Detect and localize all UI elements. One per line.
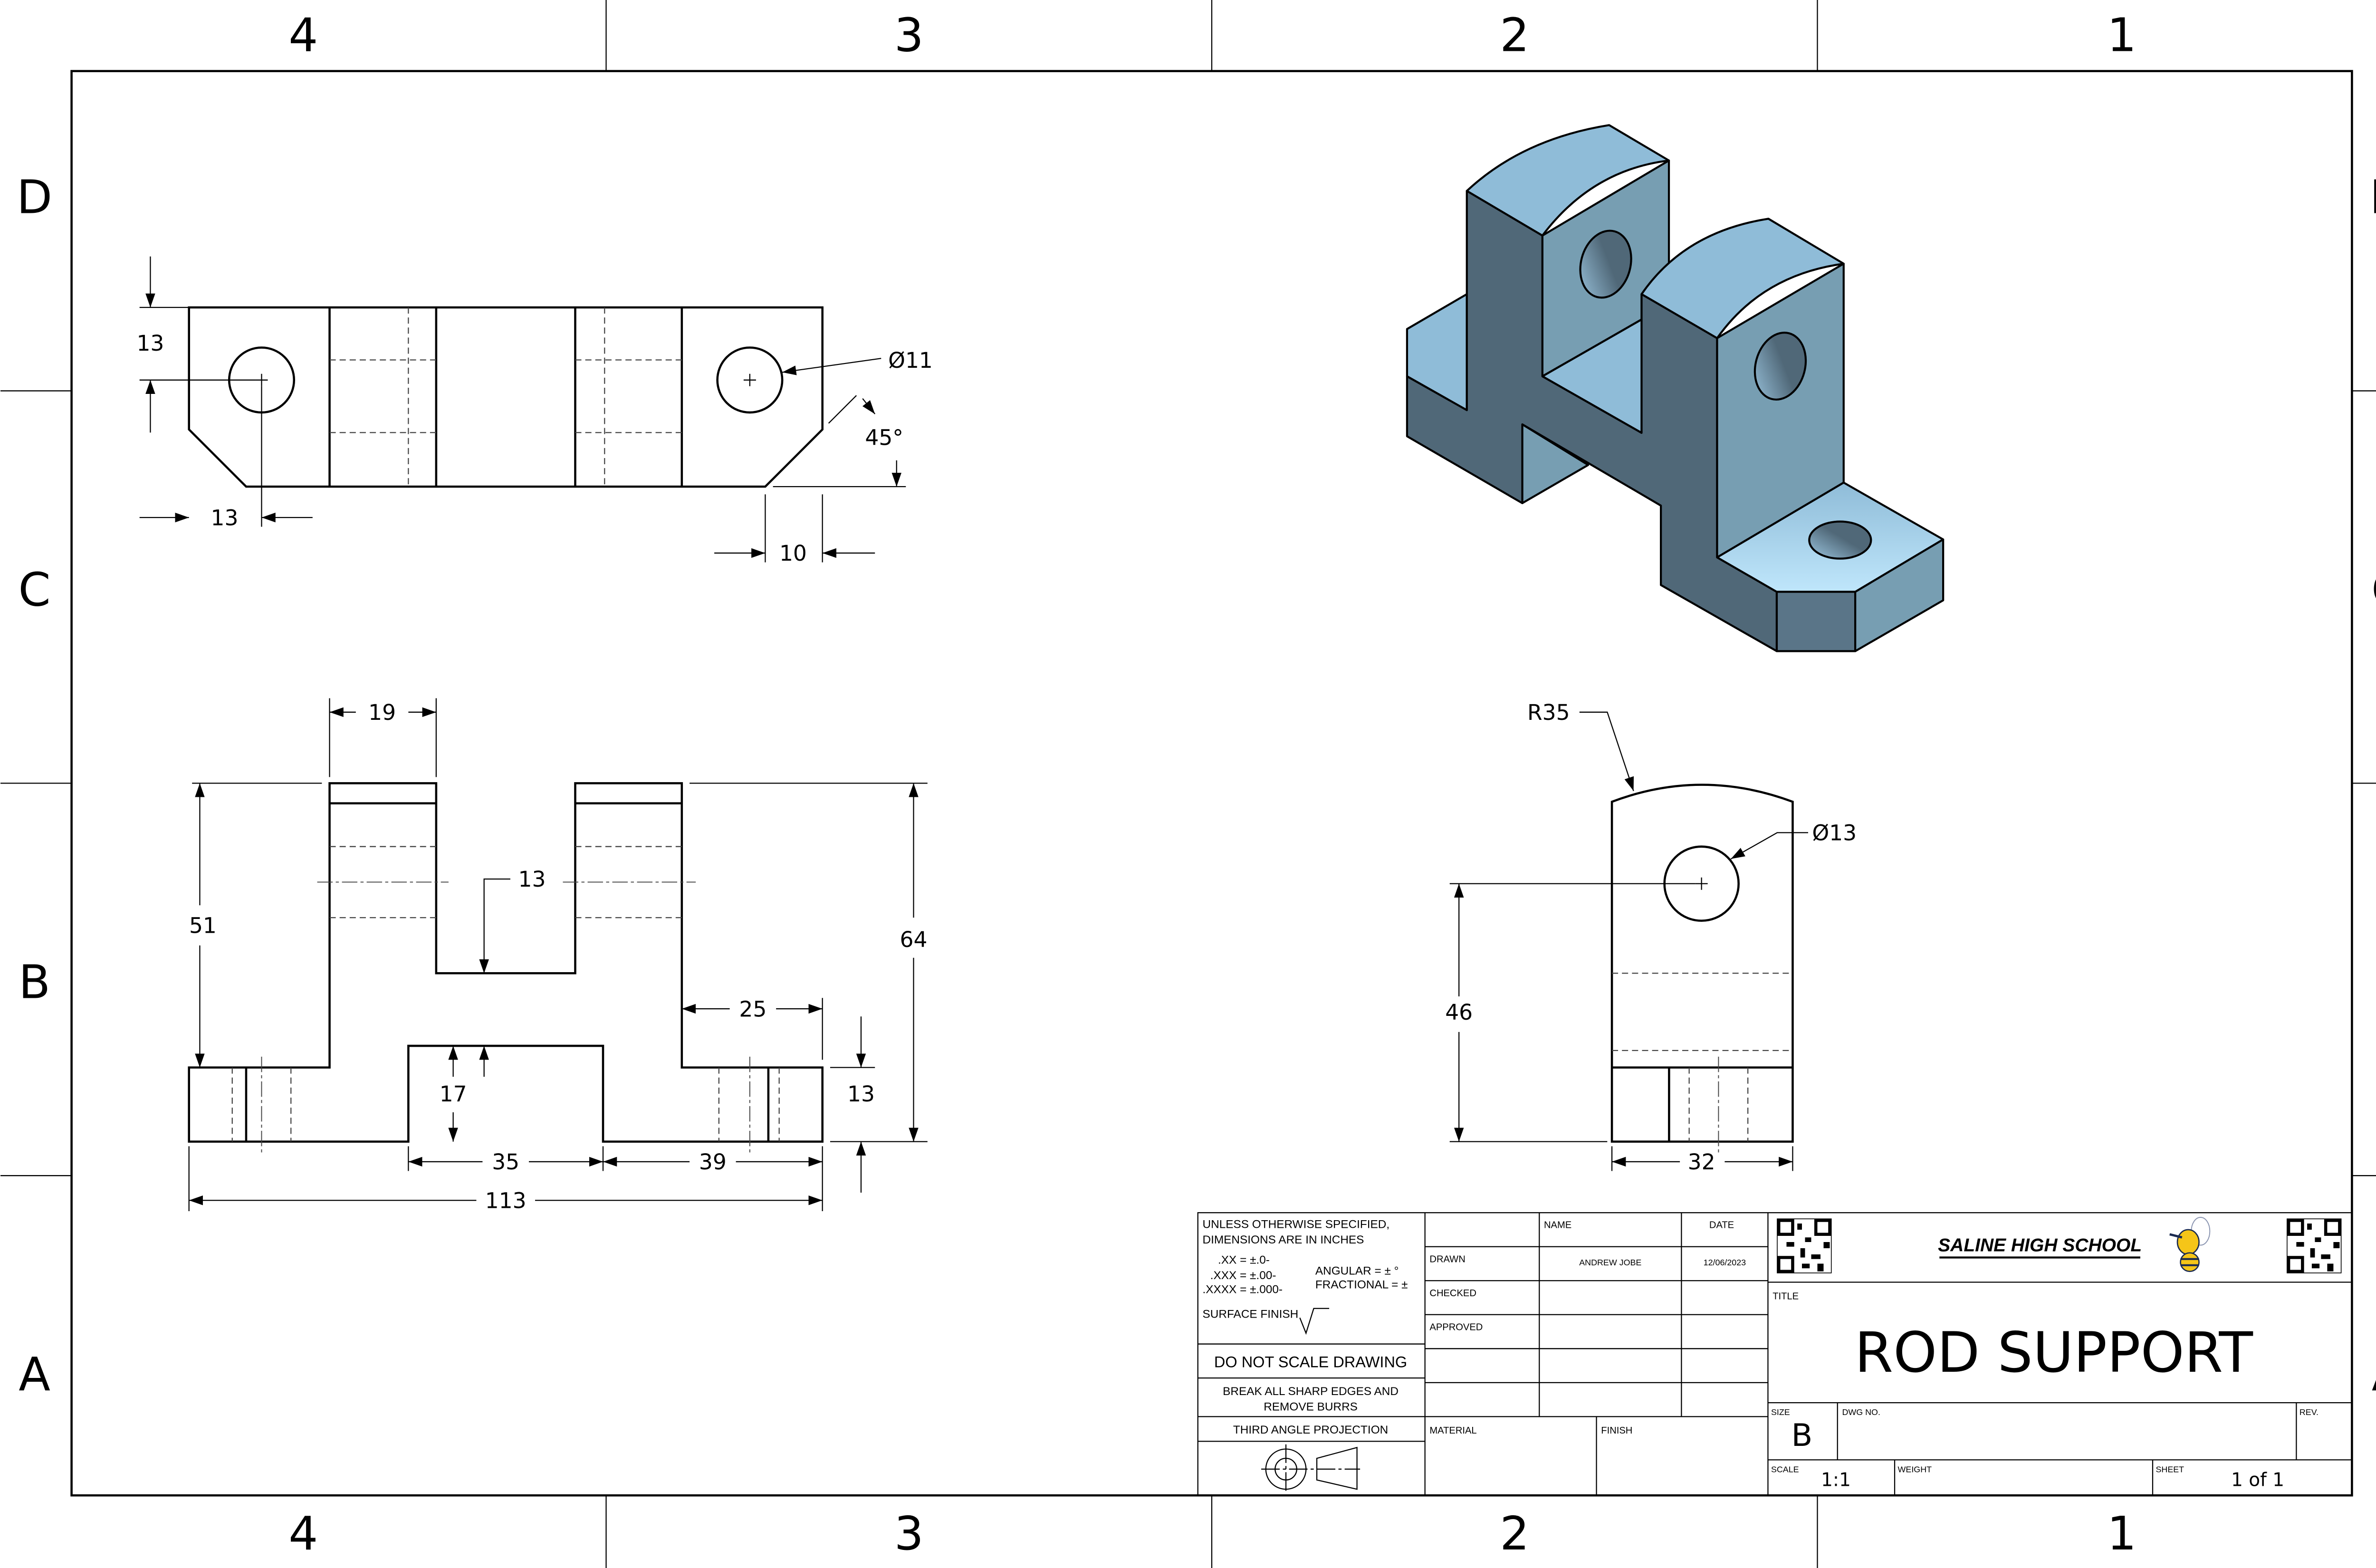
zone-col-2: 2 <box>1500 8 1529 62</box>
note-line2: DIMENSIONS ARE IN INCHES <box>1202 1233 1364 1246</box>
hornet-mascot-logo <box>2169 1216 2211 1272</box>
dim-center-recess: 17 <box>440 1081 467 1107</box>
dim-hole-height-51: 51 <box>189 913 217 938</box>
mount-hole-right <box>716 346 784 414</box>
third-angle-projection-icon <box>1261 1444 1360 1494</box>
qr-code-right-icon <box>2287 1218 2342 1273</box>
sheet-number: 1 of 1 <box>2231 1470 2284 1491</box>
dim-recess-width: 35 <box>492 1149 519 1175</box>
tol-xxx: .XXX = ±.00- <box>1210 1269 1276 1282</box>
zone-col-4: 4 <box>288 8 318 62</box>
dim-chamfer-length: 10 <box>779 541 807 566</box>
tol-xxxx: .XXXX = ±.000- <box>1202 1283 1283 1296</box>
break-edges-2: REMOVE BURRS <box>1264 1400 1358 1413</box>
zone-row-b: B <box>19 955 50 1009</box>
dim-hole-height-46: 46 <box>1445 1000 1473 1025</box>
iso-hole-left <box>1579 229 1632 299</box>
drawn-date: 12/06/2023 <box>1704 1258 1746 1267</box>
weight-label: WEIGHT <box>1898 1464 1932 1474</box>
tol-fractional: FRACTIONAL = ± <box>1315 1279 1408 1291</box>
dim-shaft-hole-dia: Ø13 <box>1812 821 1857 846</box>
zone-row-a: A <box>19 1348 50 1402</box>
isometric-view <box>1406 124 1945 652</box>
drawn-label: DRAWN <box>1429 1254 1465 1264</box>
note-line1: UNLESS OTHERWISE SPECIFIED, <box>1202 1218 1389 1231</box>
dim-chamfer-angle: 45° <box>865 425 903 450</box>
zone-row-d-right: D <box>2370 171 2376 225</box>
dim-right-offset: 39 <box>699 1149 727 1175</box>
finish-label: FINISH <box>1601 1425 1632 1436</box>
top-view: 13 13 Ø11 45° 10 <box>136 256 933 566</box>
drawing-title: ROD SUPPORT <box>1855 1320 2253 1385</box>
drawn-name: ANDREW JOBE <box>1579 1258 1641 1267</box>
side-view: R35 Ø13 46 32 <box>1445 700 1857 1175</box>
dim-overall-height: 64 <box>900 927 928 952</box>
dim-foot-width: 25 <box>739 996 766 1022</box>
sheet-label: SHEET <box>2156 1464 2184 1474</box>
zone-row-d: D <box>17 171 52 225</box>
zone-labels: 4 3 2 1 4 3 2 1 D C B A D C B A <box>17 8 2376 1561</box>
school-name: SALINE HIGH SCHOOL <box>1938 1235 2142 1255</box>
zone-col-1: 1 <box>2107 8 2136 62</box>
dwg-no-label: DWG NO. <box>1842 1407 1880 1417</box>
break-edges-1: BREAK ALL SHARP EDGES AND <box>1223 1385 1399 1398</box>
scale-label: SCALE <box>1771 1464 1799 1474</box>
qr-code-left-icon <box>1777 1218 1832 1273</box>
dim-notch-depth: 13 <box>518 867 546 892</box>
scale-value: 1:1 <box>1821 1470 1851 1491</box>
surface-finish-symbol <box>1299 1308 1330 1335</box>
dim-top-hole-y: 13 <box>136 331 164 356</box>
zone-row-a-right: A <box>2372 1348 2376 1402</box>
dim-overall-length: 113 <box>485 1188 527 1213</box>
tol-xx: .XX = ±.0- <box>1218 1254 1270 1267</box>
size-label: SIZE <box>1771 1407 1790 1417</box>
zone-col-3-bottom: 3 <box>894 1507 924 1561</box>
zone-row-c-right: C <box>2371 563 2376 617</box>
approved-label: APPROVED <box>1429 1322 1483 1332</box>
dim-foot-height: 13 <box>847 1081 875 1107</box>
dim-radius: R35 <box>1527 700 1570 725</box>
tol-angular: ANGULAR = ± ° <box>1315 1264 1399 1277</box>
dim-top-hole-x: 13 <box>211 505 239 530</box>
header-name: NAME <box>1544 1220 1571 1231</box>
checked-label: CHECKED <box>1429 1288 1476 1299</box>
sheet-size: B <box>1792 1418 1813 1453</box>
zone-col-4-bottom: 4 <box>288 1507 318 1561</box>
header-date: DATE <box>1709 1220 1734 1231</box>
zone-row-b-right: B <box>2372 955 2376 1009</box>
zone-col-1-bottom: 1 <box>2107 1507 2136 1561</box>
front-view: 19 51 13 64 25 13 17 35 39 113 <box>188 698 928 1213</box>
zone-col-2-bottom: 2 <box>1500 1507 1529 1561</box>
iso-hole-foot <box>1808 520 1872 560</box>
material-label: MATERIAL <box>1429 1425 1476 1436</box>
surface-finish-label: SURFACE FINISH <box>1202 1308 1298 1320</box>
dim-side-width: 32 <box>1688 1149 1715 1175</box>
do-not-scale: DO NOT SCALE DRAWING <box>1214 1353 1407 1370</box>
dim-hole-dia-11: Ø11 <box>888 348 933 373</box>
title-block: UNLESS OTHERWISE SPECIFIED, DIMENSIONS A… <box>1197 1212 2353 1496</box>
iso-hole-right <box>1753 332 1807 401</box>
projection-label: THIRD ANGLE PROJECTION <box>1233 1424 1388 1436</box>
zone-row-c: C <box>19 563 51 617</box>
rev-label: REV. <box>2299 1407 2319 1417</box>
title-label: TITLE <box>1772 1291 1799 1301</box>
dim-upright-width: 19 <box>368 700 396 725</box>
zone-col-3: 3 <box>894 8 924 62</box>
